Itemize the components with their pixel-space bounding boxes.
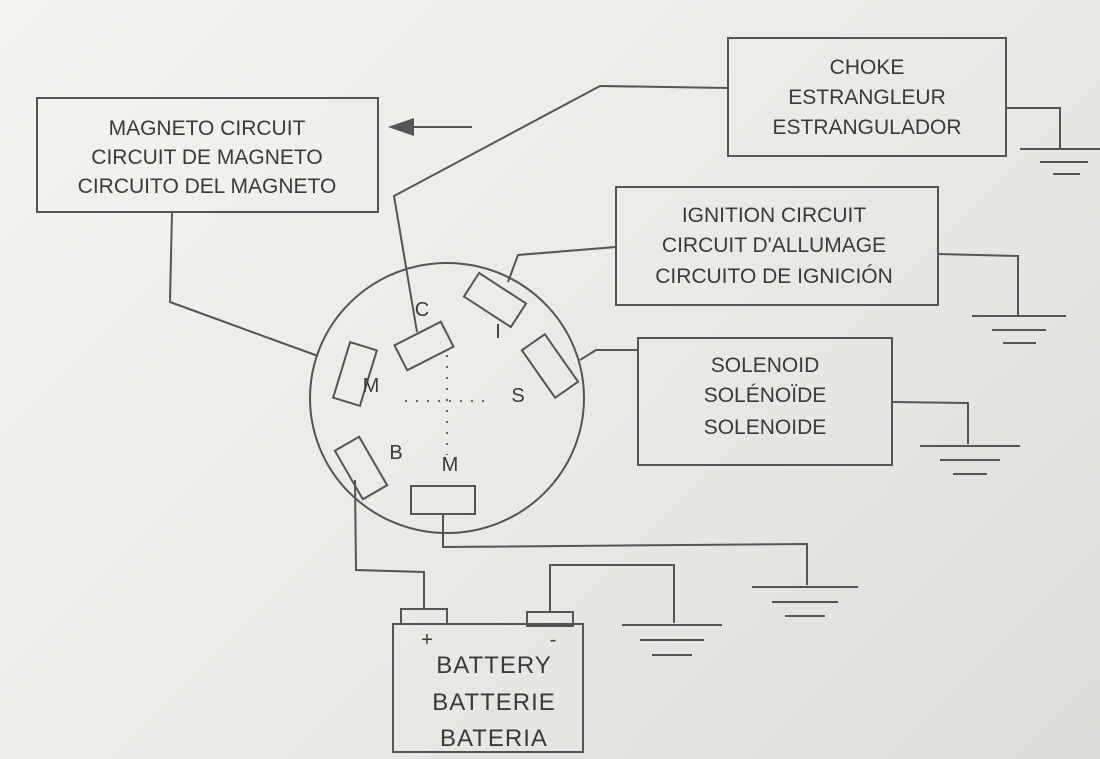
- arrow-left-icon: [388, 118, 472, 136]
- terminal-m-left-label: M: [363, 375, 380, 397]
- ignition-label-fr: CIRCUIT D'ALLUMAGE: [662, 234, 886, 257]
- magneto-label-es: CIRCUITO DEL MAGNETO: [78, 175, 337, 198]
- terminal-c: [393, 320, 455, 372]
- choke-box: CHOKE ESTRANGLEUR ESTRANGULADOR: [727, 37, 1007, 157]
- solenoid-box: SOLENOID SOLÉNOÏDE SOLENOIDE: [637, 337, 893, 466]
- ground-symbol-solenoid: [920, 445, 1020, 475]
- terminal-m-bottom: [410, 485, 476, 515]
- choke-label-es: ESTRANGULADOR: [772, 116, 961, 139]
- terminal-s-label: S: [511, 385, 524, 407]
- battery-positive-label: +: [421, 629, 433, 651]
- ground-symbol-battery: [622, 624, 722, 656]
- ground-symbol-choke: [1020, 148, 1100, 175]
- battery-label-en: BATTERY: [436, 652, 551, 679]
- magneto-circuit-box: MAGNETO CIRCUIT CIRCUIT DE MAGNETO CIRCU…: [36, 97, 379, 213]
- terminal-i-label: I: [495, 321, 501, 343]
- ignition-label-es: CIRCUITO DE IGNICIÓN: [655, 265, 893, 288]
- solenoid-label-fr: SOLÉNOÏDE: [704, 384, 827, 407]
- terminal-m-left: [331, 340, 379, 408]
- magneto-label-en: MAGNETO CIRCUIT: [109, 117, 306, 140]
- magneto-label-fr: CIRCUIT DE MAGNETO: [91, 146, 322, 169]
- battery-label-fr: BATTERIE: [432, 689, 556, 716]
- ground-symbol-ignition: [972, 315, 1066, 344]
- terminal-i: [462, 271, 528, 329]
- battery-negative-label: -: [550, 629, 557, 651]
- terminal-s: [520, 332, 580, 400]
- terminal-b: [333, 435, 389, 501]
- wires: [168, 84, 1061, 623]
- ignition-label-en: IGNITION CIRCUIT: [682, 204, 866, 227]
- solenoid-label-en: SOLENOID: [711, 354, 820, 377]
- solenoid-label-es: SOLENOIDE: [704, 416, 827, 439]
- ground-symbol-switch: [752, 586, 858, 617]
- choke-label-fr: ESTRANGLEUR: [788, 86, 946, 109]
- battery-label-es: BATERIA: [440, 725, 548, 752]
- choke-label-en: CHOKE: [830, 56, 905, 79]
- terminal-b-label: B: [389, 442, 402, 464]
- ignition-circuit-box: IGNITION CIRCUIT CIRCUIT D'ALLUMAGE CIRC…: [615, 186, 939, 306]
- terminal-c-label: C: [415, 299, 429, 321]
- terminal-m-bottom-label: M: [442, 454, 459, 476]
- ignition-switch: C I M S B M: [309, 262, 585, 534]
- battery: + - BATTERY BATTERIE BATERIA: [392, 608, 584, 753]
